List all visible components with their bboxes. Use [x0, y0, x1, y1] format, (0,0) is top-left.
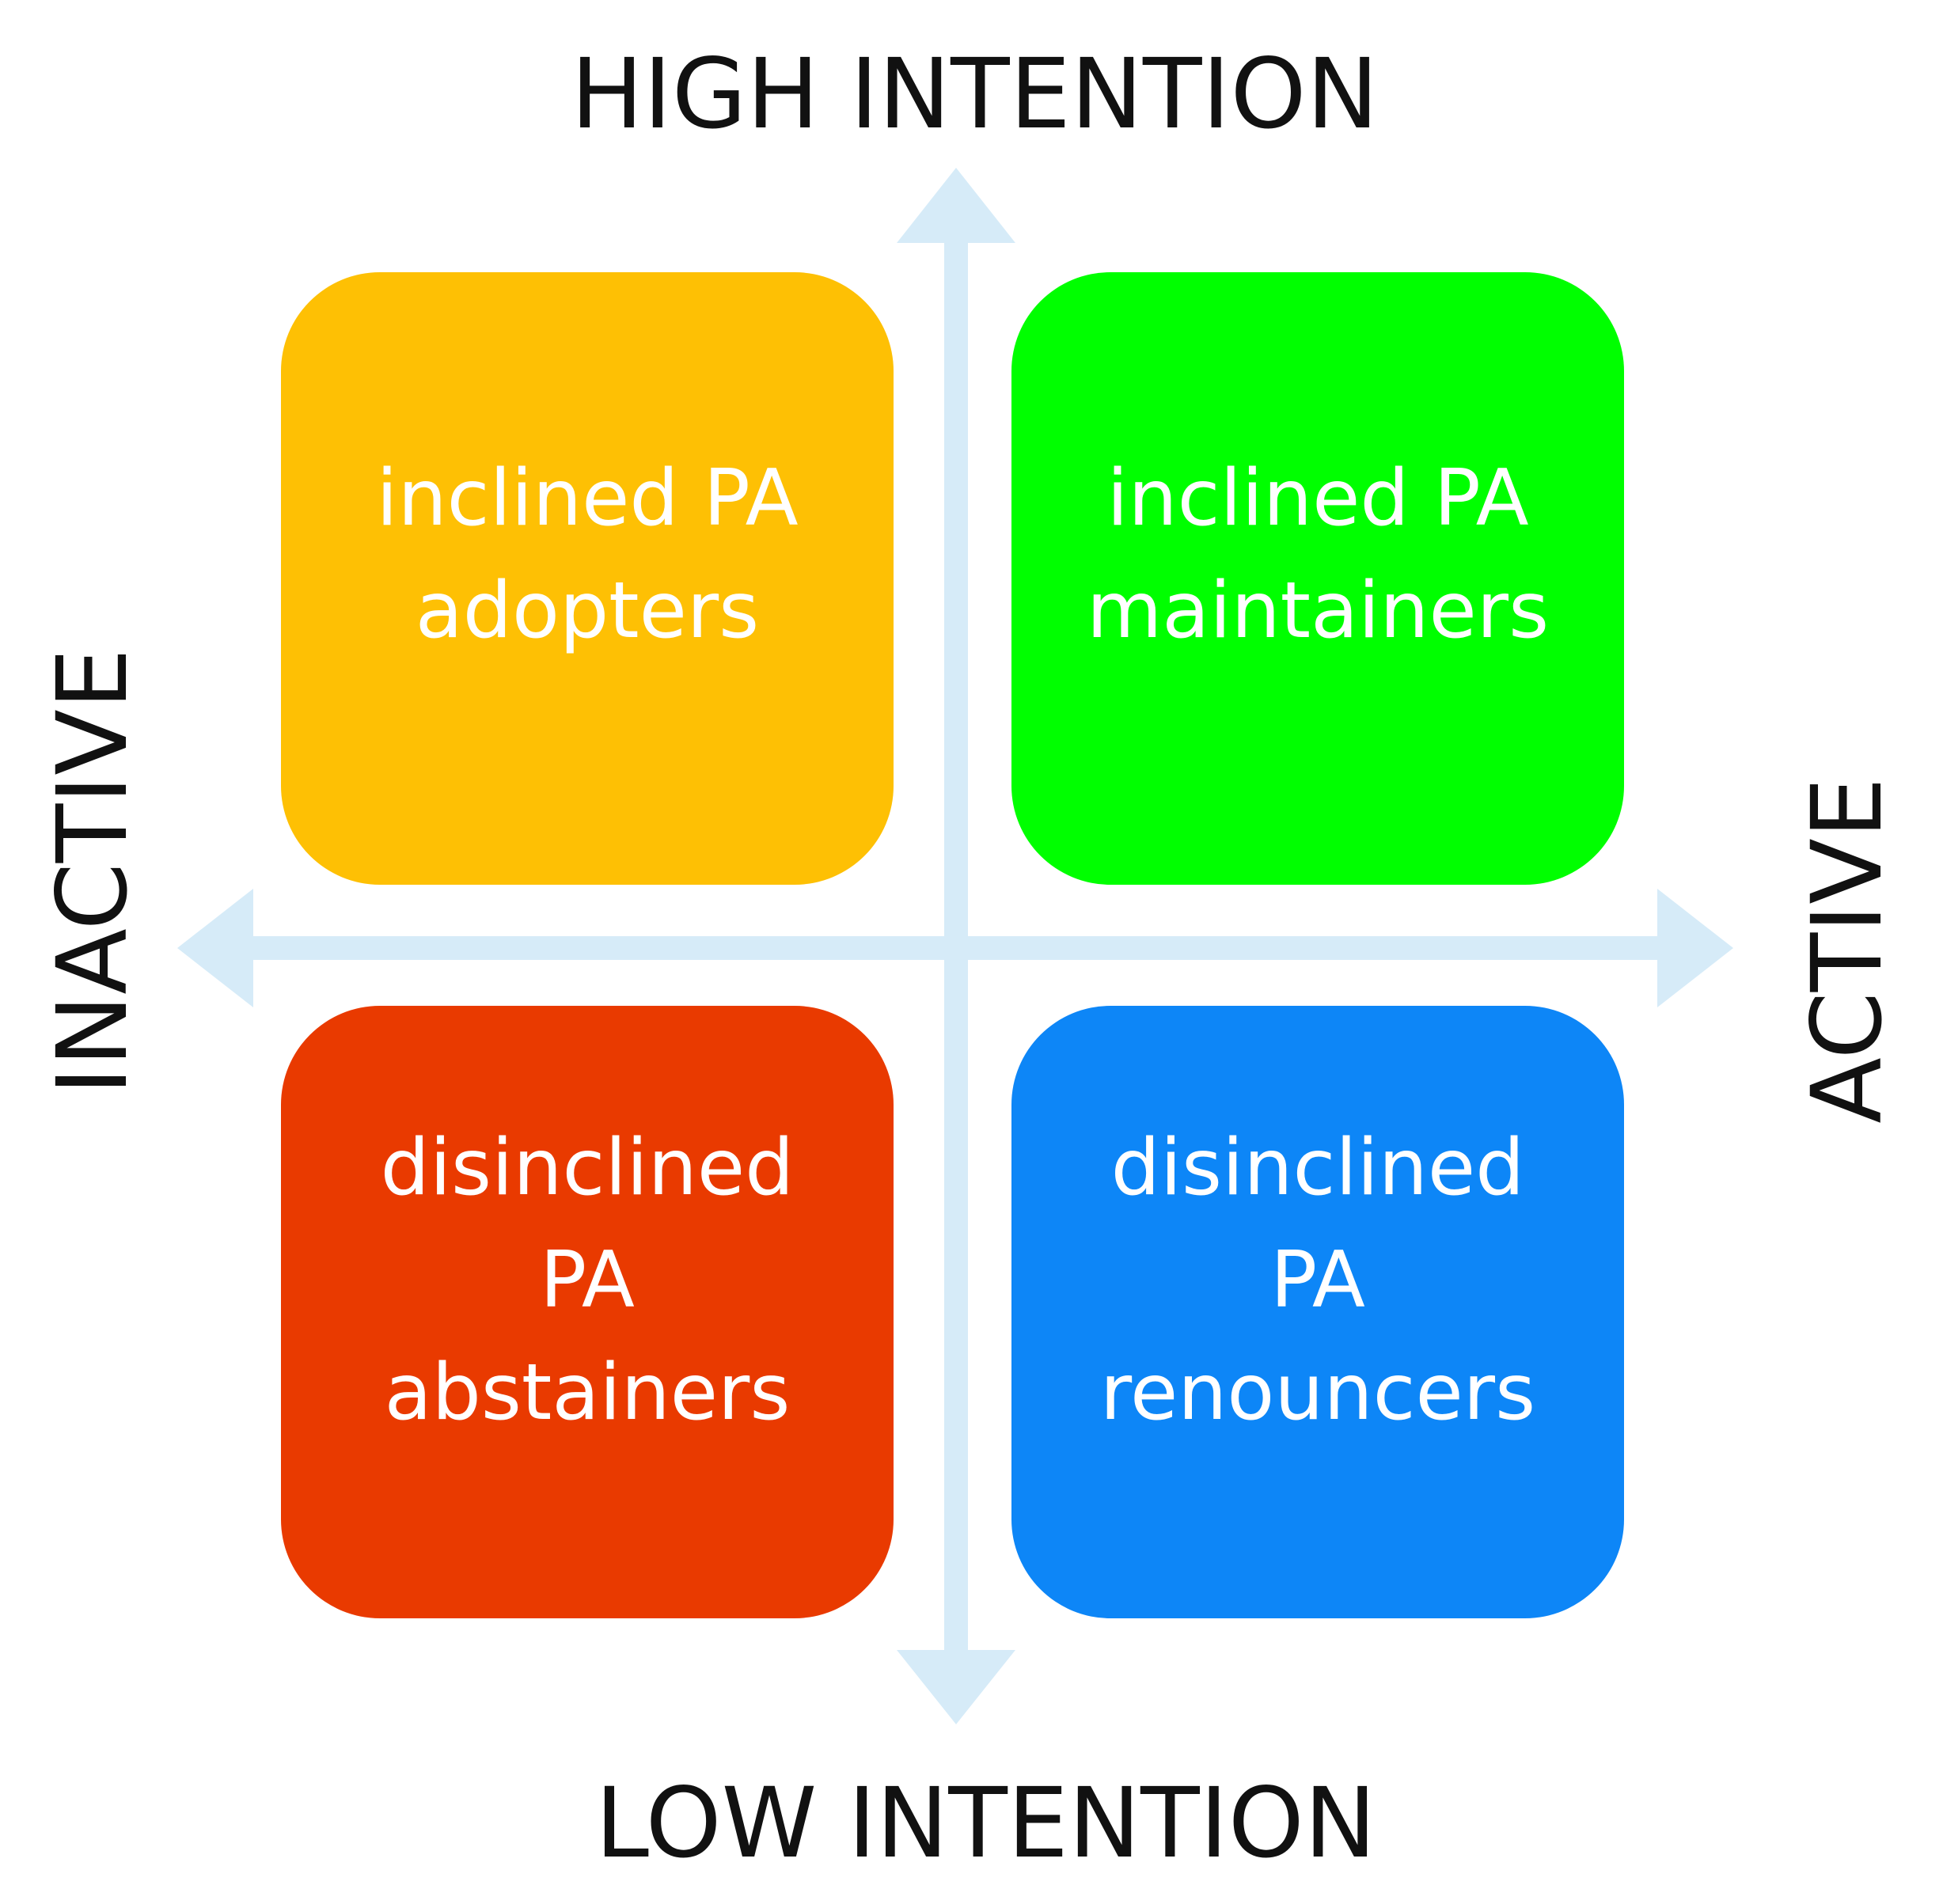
- quadrant-disinclined-renouncers: disinclined PA renouncers: [1011, 1006, 1624, 1618]
- quadrant-disinclined-abstainers: disinclined PA abstainers: [281, 1006, 894, 1618]
- arrow-left-icon: [177, 889, 253, 1007]
- quadrant-label: disinclined PA abstainers: [380, 1123, 795, 1438]
- arrow-up-icon: [897, 168, 1015, 243]
- axis-label-low-intention: LOW INTENTION: [0, 1775, 1943, 1872]
- axis-label-top-text: HIGH INTENTION: [571, 38, 1379, 150]
- axis-label-inactive: INACTIVE: [36, 648, 149, 1095]
- axis-label-active: ACTIVE: [1791, 777, 1903, 1124]
- quadrant-label: disinclined PA renouncers: [1099, 1123, 1536, 1438]
- arrow-right-icon: [1657, 889, 1733, 1007]
- arrow-down-icon: [897, 1650, 1015, 1724]
- quadrant-label: inclined PA adopters: [376, 453, 799, 656]
- horizontal-axis: [245, 936, 1670, 960]
- axis-label-high-intention: HIGH INTENTION: [0, 46, 1943, 142]
- quadrant-inclined-maintainers: inclined PA maintainers: [1011, 272, 1624, 885]
- quadrant-inclined-adopters: inclined PA adopters: [281, 272, 894, 885]
- quadrant-label: inclined PA maintainers: [1086, 453, 1550, 656]
- axis-label-bottom-text: LOW INTENTION: [595, 1767, 1376, 1879]
